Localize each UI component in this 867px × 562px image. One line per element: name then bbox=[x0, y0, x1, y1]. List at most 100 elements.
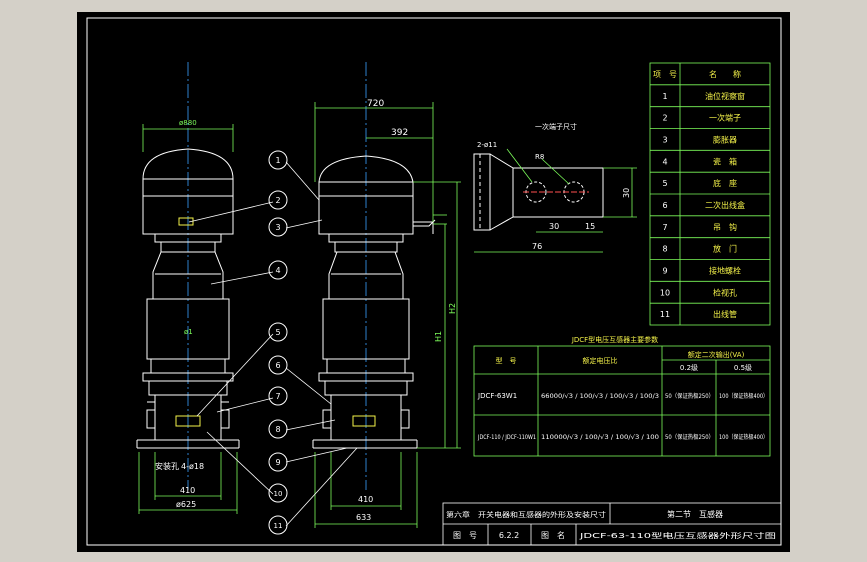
parts-row-no: 1 bbox=[662, 92, 667, 101]
terminal-d30h: 30 bbox=[549, 222, 559, 231]
svg-text:10: 10 bbox=[274, 490, 283, 498]
parts-row-name: 吊 钩 bbox=[713, 222, 737, 232]
title-section: 第二节 互感器 bbox=[667, 509, 723, 519]
param-row1-out02: 50（保证热极250） bbox=[665, 392, 714, 400]
right-elevation bbox=[312, 155, 436, 449]
param-col-05: 0.5级 bbox=[734, 363, 752, 372]
svg-text:1: 1 bbox=[275, 156, 280, 165]
dim-625: ø625 bbox=[176, 500, 196, 509]
callout-10: 10 bbox=[268, 483, 288, 503]
title-fig-name: JDCF-63-110型电压互感器外形尺寸图 bbox=[578, 531, 776, 540]
terminal-r8: R8 bbox=[535, 153, 544, 161]
terminal-d15: 15 bbox=[585, 222, 595, 231]
dim-410-left: 410 bbox=[180, 486, 195, 495]
terminal-detail bbox=[473, 153, 604, 231]
dim-410-right: 410 bbox=[358, 495, 373, 504]
install-hole-label: 安装孔 bbox=[155, 461, 179, 471]
callout-4: 4 bbox=[268, 260, 288, 280]
svg-text:9: 9 bbox=[275, 458, 280, 467]
dim-d880: ø880 bbox=[179, 119, 197, 127]
terminal-d30v: 30 bbox=[622, 188, 631, 198]
parts-row-no: 10 bbox=[660, 288, 670, 297]
callout-7: 7 bbox=[268, 386, 288, 406]
param-row-1: JDCF-63W1 66000/√3 / 100/√3 / 100/√3 / 1… bbox=[477, 392, 768, 400]
drawing-canvas: ø880 ø1 安装孔 4-ø18 410 ø625 bbox=[77, 12, 790, 552]
dim-633: 633 bbox=[356, 513, 371, 522]
terminal-title: 一次端子尺寸 bbox=[535, 122, 577, 131]
param-row-2: JDCF-110 / JDCF-110W1 110000/√3 / 100/√3… bbox=[477, 433, 768, 441]
param-col-ratio: 额定电压比 bbox=[583, 356, 618, 365]
terminal-d76: 76 bbox=[532, 242, 542, 251]
param-row1-model: JDCF-63W1 bbox=[477, 392, 517, 400]
drawing-border bbox=[86, 17, 782, 546]
svg-text:4: 4 bbox=[275, 266, 280, 275]
parts-row-no: 4 bbox=[662, 157, 667, 166]
svg-text:5: 5 bbox=[275, 328, 280, 337]
parts-header-name: 名 称 bbox=[709, 69, 741, 79]
terminal-hole: 2-ø11 bbox=[477, 141, 497, 149]
right-dimensions bbox=[314, 102, 461, 528]
left-dimensions bbox=[138, 124, 238, 514]
callout-2: 2 bbox=[268, 190, 288, 210]
parts-header-no: 项 号 bbox=[653, 70, 677, 79]
svg-text:8: 8 bbox=[275, 425, 280, 434]
parts-row-name: 接地螺栓 bbox=[709, 265, 741, 275]
callout-1: 1 bbox=[268, 150, 288, 170]
svg-text:6: 6 bbox=[275, 361, 280, 370]
parts-row-no: 8 bbox=[662, 245, 667, 254]
dim-phi-small: ø1 bbox=[184, 328, 193, 336]
title-block bbox=[442, 502, 782, 546]
dim-h2: H2 bbox=[448, 303, 457, 314]
parts-row-name: 油位视察窗 bbox=[705, 91, 745, 101]
dim-720: 720 bbox=[367, 99, 384, 109]
parts-table: 项 号 名 称 bbox=[649, 62, 771, 326]
parts-row-name: 膨胀器 bbox=[713, 134, 737, 144]
svg-text:3: 3 bbox=[275, 223, 280, 232]
parts-row-name: 一次端子 bbox=[709, 113, 741, 123]
svg-text:11: 11 bbox=[274, 522, 283, 530]
param-col-output: 额定二次输出(VA) bbox=[688, 350, 745, 359]
dim-392: 392 bbox=[391, 128, 408, 138]
parts-row-name: 瓷 箱 bbox=[713, 156, 737, 166]
callout-leaders bbox=[188, 161, 358, 527]
param-row1-out05: 100（保证热极400） bbox=[719, 392, 768, 400]
svg-text:2: 2 bbox=[275, 196, 280, 205]
param-row1-ratio: 66000/√3 / 100/√3 / 100/√3 / 100/3 bbox=[541, 393, 659, 400]
title-fig-no: 6.2.2 bbox=[499, 531, 519, 540]
parts-row-name: 出线管 bbox=[713, 309, 737, 319]
dim-h1: H1 bbox=[434, 331, 443, 342]
parts-row-name: 检视孔 bbox=[713, 287, 737, 297]
svg-text:7: 7 bbox=[275, 392, 280, 401]
parts-row-name: 二次出线盒 bbox=[705, 200, 745, 210]
dim-bolt-hole: 4-ø18 bbox=[181, 462, 204, 471]
title-fig-name-label: 图 名 bbox=[541, 530, 565, 540]
parts-row-no: 5 bbox=[662, 179, 667, 188]
callout-bubbles: 1 2 3 4 5 6 7 8 9 10 11 bbox=[268, 150, 288, 535]
param-row2-model: JDCF-110 / JDCF-110W1 bbox=[477, 434, 536, 441]
param-row2-out05: 100（保证热极400） bbox=[719, 433, 768, 441]
parts-row-no: 7 bbox=[662, 223, 667, 232]
param-table bbox=[473, 345, 771, 457]
parts-row-no: 6 bbox=[662, 201, 667, 210]
param-col-model: 型 号 bbox=[496, 356, 517, 365]
param-row2-ratio: 110000/√3 / 100/√3 / 100/√3 / 100 bbox=[541, 434, 659, 441]
callout-8: 8 bbox=[268, 419, 288, 439]
parts-row-name: 底 座 bbox=[713, 178, 737, 188]
param-table-title: JDCF型电压互感器主要参数 bbox=[571, 335, 658, 344]
parts-row-no: 2 bbox=[662, 114, 667, 123]
title-fig-label: 图 号 bbox=[453, 531, 477, 540]
left-elevation bbox=[136, 148, 240, 449]
callout-3: 3 bbox=[268, 217, 288, 237]
parts-row-name: 放 门 bbox=[713, 244, 737, 254]
callout-9: 9 bbox=[268, 452, 288, 472]
callout-6: 6 bbox=[268, 355, 288, 375]
cad-drawing: ø880 ø1 安装孔 4-ø18 410 ø625 bbox=[86, 17, 782, 546]
param-row2-out02: 50（保证热极250） bbox=[665, 433, 714, 441]
param-col-02: 0.2级 bbox=[680, 363, 698, 372]
callout-11: 11 bbox=[268, 515, 288, 535]
terminal-dimensions bbox=[474, 148, 637, 253]
title-chapter: 第六章 开关电器和互感器的外形及安装尺寸 bbox=[446, 510, 606, 519]
callout-5: 5 bbox=[268, 322, 288, 342]
parts-row-no: 9 bbox=[662, 266, 667, 275]
parts-row-no: 11 bbox=[660, 310, 670, 319]
